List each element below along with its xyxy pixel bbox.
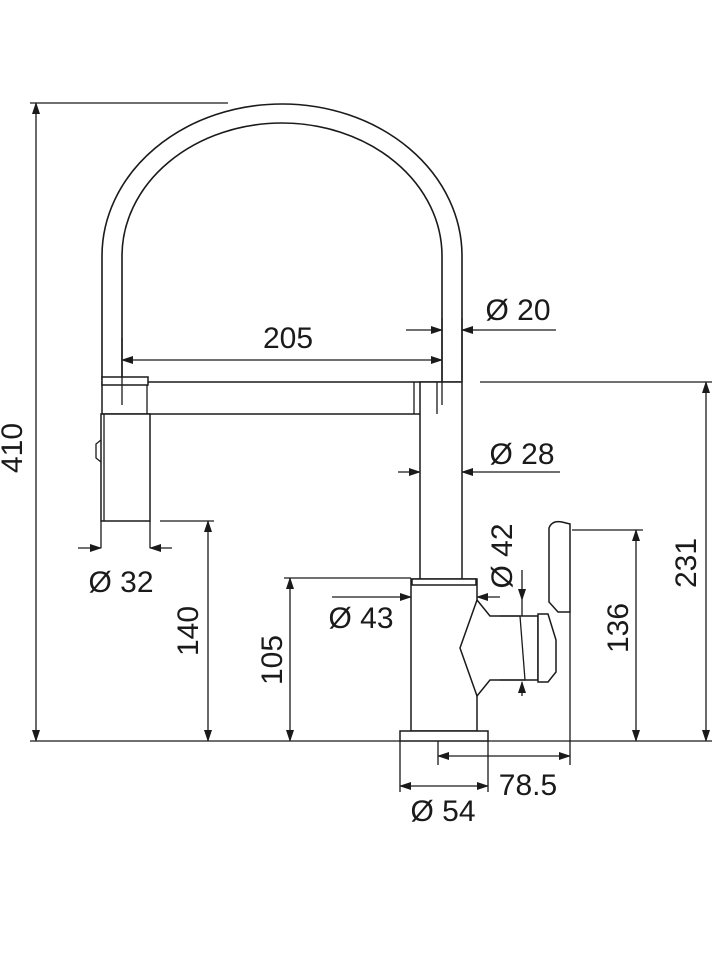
- base-plate: [399, 730, 489, 742]
- spray-head-cap: [101, 376, 149, 386]
- label-body-height: 105: [256, 635, 289, 685]
- spray-button: [95, 439, 102, 463]
- extension-lines: [30, 102, 712, 792]
- label-total-height: 410: [0, 423, 29, 473]
- dimension-lines: [32, 102, 710, 790]
- label-spout-hose-dia: Ø 20: [485, 294, 550, 327]
- spout-arm: [101, 381, 461, 415]
- spout-arch-inner: [121, 122, 443, 382]
- label-body-upper-dia: Ø 28: [489, 438, 554, 471]
- label-base-dia: Ø 54: [410, 795, 475, 828]
- label-lever-height: 136: [602, 603, 635, 653]
- faucet-outline: [95, 103, 571, 742]
- label-spray-head-height: 140: [172, 606, 205, 656]
- lever-handle: [548, 520, 571, 613]
- label-lever-dia: Ø 42: [486, 523, 519, 588]
- label-body-dia: Ø 43: [328, 602, 393, 635]
- label-spout-reach: 205: [263, 322, 313, 355]
- label-spray-head-dia: Ø 32: [88, 566, 153, 599]
- spray-head: [100, 413, 151, 522]
- spout-arch-outer: [101, 103, 463, 382]
- body-column-upper: [419, 381, 463, 581]
- dimension-labels: 410 205 Ø 20 Ø 28 Ø 32 140 105 Ø 42 Ø 43…: [0, 294, 703, 828]
- mixer-housing: [459, 598, 539, 698]
- label-lever-reach: 78.5: [499, 769, 557, 802]
- label-spout-height: 231: [670, 538, 703, 588]
